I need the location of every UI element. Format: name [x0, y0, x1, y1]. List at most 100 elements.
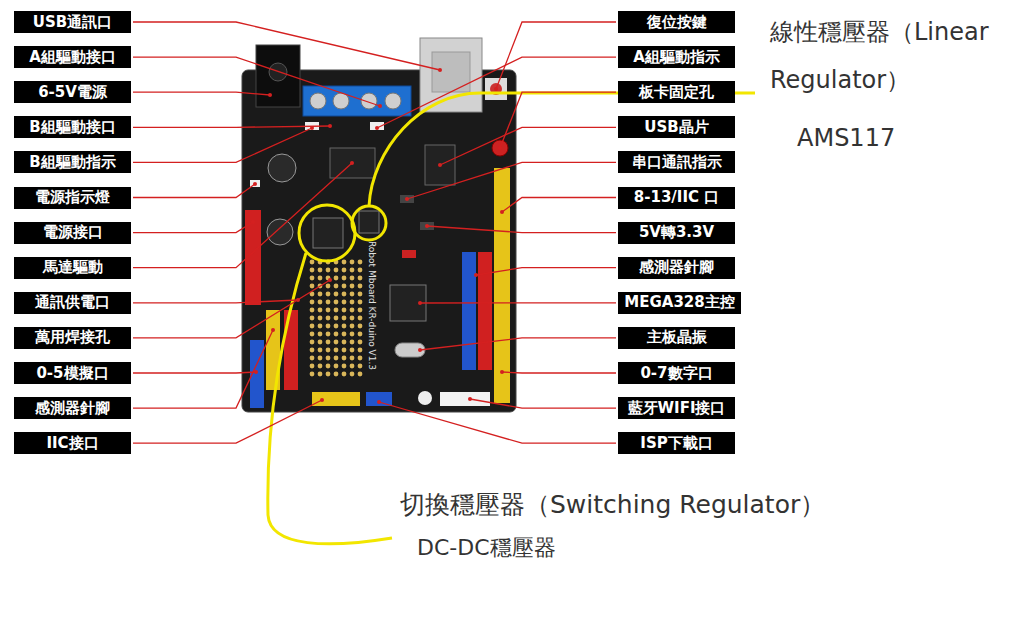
- proto-hole: [334, 340, 339, 345]
- smd-part: [400, 195, 414, 203]
- label-box: 主板晶振: [618, 327, 735, 349]
- proto-hole: [342, 356, 347, 361]
- proto-hole: [358, 268, 363, 273]
- proto-hole: [342, 372, 347, 377]
- label-box: 電源接口: [14, 222, 131, 244]
- usb-chip: [425, 145, 455, 185]
- label-text: A組驅動指示: [633, 48, 720, 67]
- label-box: IIC接口: [14, 432, 131, 454]
- proto-hole: [342, 268, 347, 273]
- label-box: A組驅動接口: [14, 46, 131, 68]
- label-text: B組驅動指示: [29, 153, 115, 172]
- bluetooth-header: [440, 392, 490, 406]
- leader-line: [133, 128, 312, 162]
- annotation-text: 線性穩壓器（Linear Regulator）: [770, 8, 1022, 104]
- leader-dot: [494, 87, 498, 91]
- silkscreen-text: Robot Mboard KR-duino V1.3: [366, 240, 377, 369]
- proto-hole: [350, 372, 355, 377]
- board-body: [242, 70, 516, 412]
- proto-hole: [342, 308, 347, 313]
- proto-hole: [342, 260, 347, 265]
- highlight-circle: [299, 205, 355, 261]
- proto-hole: [358, 316, 363, 321]
- proto-hole: [310, 340, 315, 345]
- proto-hole: [350, 324, 355, 329]
- mount-hole: [418, 391, 432, 405]
- label-text: B組驅動接口: [29, 118, 115, 137]
- leader-dot: [328, 278, 332, 282]
- proto-hole: [358, 356, 363, 361]
- terminal-block: [303, 86, 411, 116]
- label-text: 感測器針腳: [35, 399, 110, 418]
- label-text: 串口通訊指示: [632, 153, 722, 172]
- label-box: USB晶片: [618, 116, 735, 138]
- leader-line: [133, 22, 440, 70]
- leader-dot: [377, 400, 381, 404]
- proto-hole: [334, 300, 339, 305]
- proto-hole: [310, 300, 315, 305]
- label-text: 5V轉3.3V: [639, 223, 714, 242]
- proto-hole: [334, 332, 339, 337]
- iic-header: [312, 392, 360, 406]
- proto-hole: [342, 348, 347, 353]
- leader-line: [133, 300, 298, 303]
- leader-dot: [310, 126, 314, 130]
- leader-line: [407, 162, 616, 199]
- leader-line: [133, 57, 380, 106]
- proto-hole: [318, 372, 323, 377]
- label-text: ISP下載口: [640, 434, 712, 453]
- proto-hole: [358, 372, 363, 377]
- label-box: 板卡固定孔: [618, 81, 735, 103]
- proto-hole: [358, 292, 363, 297]
- callout-curve: [369, 93, 755, 206]
- proto-hole: [326, 356, 331, 361]
- proto-hole: [318, 332, 323, 337]
- leader-line: [133, 126, 330, 127]
- leader-dot: [425, 224, 429, 228]
- proto-hole: [342, 340, 347, 345]
- proto-hole: [318, 364, 323, 369]
- leader-dot: [500, 210, 504, 214]
- leader-line: [133, 184, 255, 198]
- proto-hole: [326, 348, 331, 353]
- proto-holes: [310, 260, 363, 377]
- proto-hole: [342, 284, 347, 289]
- digital-header: [494, 168, 510, 403]
- proto-hole: [326, 332, 331, 337]
- annotation-text: 切換穩壓器（Switching Regulator）: [400, 488, 825, 522]
- linear-regulator: [359, 211, 379, 233]
- proto-hole: [334, 372, 339, 377]
- proto-hole: [326, 300, 331, 305]
- leader-line: [496, 22, 616, 89]
- leader-dot: [253, 182, 257, 186]
- reset-button: [485, 78, 507, 100]
- proto-hole: [350, 268, 355, 273]
- label-box: ISP下載口: [618, 432, 735, 454]
- leader-line: [427, 226, 616, 233]
- mega328-chip: [390, 285, 426, 321]
- proto-hole: [342, 324, 347, 329]
- proto-hole: [334, 316, 339, 321]
- proto-hole: [310, 348, 315, 353]
- label-box: 5V轉3.3V: [618, 222, 735, 244]
- proto-hole: [310, 308, 315, 313]
- proto-hole: [358, 308, 363, 313]
- leader-line: [502, 372, 616, 373]
- proto-hole: [326, 364, 331, 369]
- label-text: 電源接口: [43, 223, 103, 242]
- leader-line: [420, 302, 616, 304]
- proto-hole: [326, 340, 331, 345]
- proto-hole: [358, 364, 363, 369]
- proto-hole: [334, 348, 339, 353]
- label-text: 板卡固定孔: [639, 83, 714, 102]
- label-box: 串口通訊指示: [618, 151, 735, 173]
- leader-dot: [378, 104, 382, 108]
- leader-dot: [268, 93, 272, 97]
- leader-line: [420, 338, 616, 350]
- sensor-header: [478, 252, 492, 370]
- label-text: 8-13/IIC 口: [634, 188, 719, 207]
- proto-hole: [358, 300, 363, 305]
- label-text: 感測器針腳: [639, 258, 714, 277]
- leader-dot: [296, 298, 300, 302]
- proto-hole: [350, 276, 355, 281]
